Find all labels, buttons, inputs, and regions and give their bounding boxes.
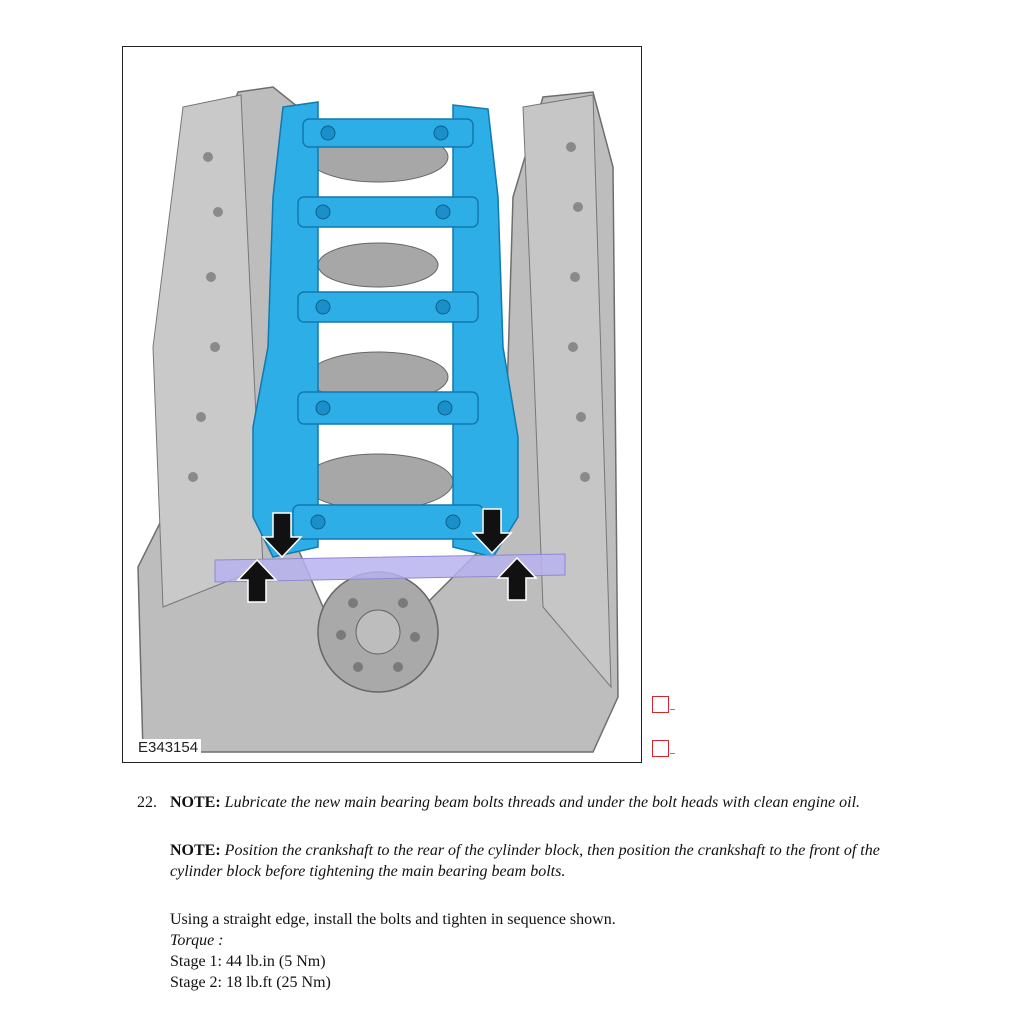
note-label: NOTE: <box>170 794 221 811</box>
beam-bolts <box>310 125 461 530</box>
red-box-flag <box>652 740 675 757</box>
note-text: Position the crankshaft to the rear of t… <box>170 842 880 880</box>
step-body: NOTE: Lubricate the new main bearing bea… <box>170 792 910 993</box>
step-number: 22. <box>137 794 157 811</box>
down-arrow-left <box>261 512 303 559</box>
note-crankshaft-position: NOTE: Position the crankshaft to the rea… <box>170 840 910 882</box>
block-left-wall <box>152 94 264 608</box>
down-arrow-right <box>471 508 513 555</box>
instruction-block: Using a straight edge, install the bolts… <box>170 909 910 993</box>
main-bearing-beam <box>252 101 519 558</box>
engine-block-figure: E343154 <box>122 46 642 763</box>
block-right-wall <box>522 94 612 689</box>
straight-edge <box>214 553 566 583</box>
up-arrow-left <box>236 558 278 603</box>
instruction-text: Using a straight edge, install the bolts… <box>170 911 616 928</box>
torque-stage-2: Stage 2: 18 lb.ft (25 Nm) <box>170 974 331 991</box>
note-label: NOTE: <box>170 842 221 859</box>
note-text: Lubricate the new main bearing beam bolt… <box>224 794 861 811</box>
torque-label: Torque : <box>170 932 224 949</box>
figure-id-label: E343154 <box>135 739 202 756</box>
up-arrow-right <box>496 556 538 601</box>
note-lubricate: NOTE: Lubricate the new main bearing bea… <box>170 792 910 813</box>
red-box-flag <box>652 696 675 713</box>
block-bolt-holes <box>188 142 590 482</box>
torque-stage-1: Stage 1: 44 lb.in (5 Nm) <box>170 953 326 970</box>
crankshaft <box>302 131 454 511</box>
engine-block-illustration <box>137 86 619 753</box>
